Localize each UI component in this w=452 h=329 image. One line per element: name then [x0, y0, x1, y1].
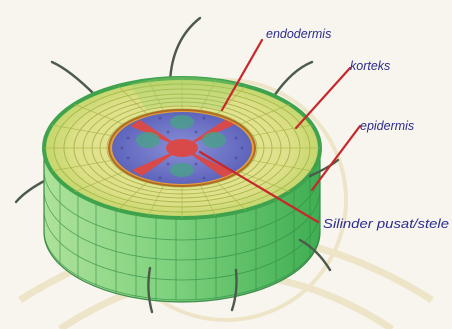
- epidermis-label: epidermis: [360, 119, 414, 133]
- stele-label: Silinder pusat/stele: [323, 217, 449, 231]
- endodermis-label: endodermis: [266, 27, 331, 41]
- stele: [112, 112, 252, 184]
- korteks-pointer: [296, 68, 350, 128]
- korteks-label: korteks: [350, 59, 390, 73]
